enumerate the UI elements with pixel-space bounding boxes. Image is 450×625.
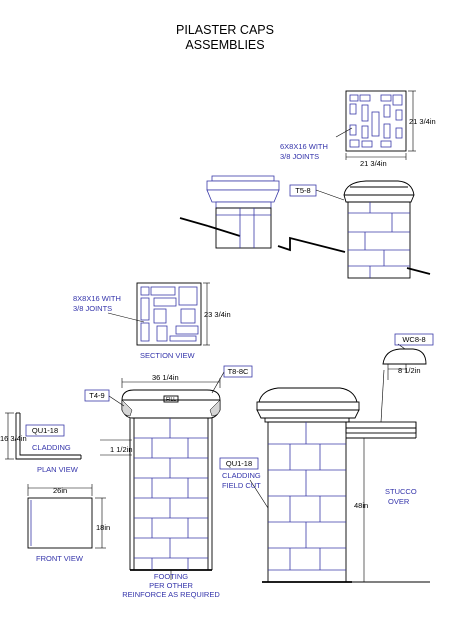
wall-height-dim: 48in (354, 501, 368, 510)
top-sloped-wall (179, 217, 431, 275)
tag-box-qu1-18-right (219, 457, 259, 470)
tag-t4-9: T4-9 (89, 391, 104, 400)
cladding-label: CLADDING (32, 443, 71, 452)
tag-box-t8-8c (223, 365, 253, 378)
plan-view-label: PLAN VIEW (37, 465, 79, 474)
footing-line-2: PER OTHER (149, 581, 193, 590)
stucco-line-1: STUCCO (385, 487, 417, 496)
front-view-label: FRONT VIEW (36, 554, 84, 563)
wall-cladding-line-1: CLADDING (222, 471, 261, 480)
top-plan-dim-vertical: 21 3/4in (409, 117, 436, 126)
cladding-plan-detail (5, 412, 132, 460)
top-plan-dim-horizontal: 21 3/4in (360, 159, 387, 168)
tag-leader-t5-8 (315, 189, 345, 201)
section-view-plan (107, 282, 210, 346)
front-height-dim: 18in (96, 523, 110, 532)
wall-pilaster (249, 387, 430, 583)
footing-line-1: FOOTING (154, 572, 188, 581)
wc-tag: WC8-8 (402, 335, 425, 344)
front-width-dim: 26in (53, 486, 67, 495)
tag-box-wc8-8 (394, 333, 434, 346)
section-view-label: SECTION VIEW (140, 351, 196, 360)
tag-box-t5-8 (289, 184, 317, 197)
wc8-8-cap-profile (380, 343, 427, 423)
title-line-2: ASSEMBLIES (185, 38, 264, 52)
main-width-dim: 36 1/4in (152, 373, 179, 382)
cladding-dim-height: 16 3/4in (0, 434, 27, 443)
tag-box-qu1-18-left (25, 424, 65, 437)
footing-line-3: REINFORCE AS REQUIRED (122, 590, 220, 599)
tag-box-t4-9 (84, 389, 110, 402)
top-pilaster-left (206, 175, 280, 249)
wc-dim: 8 1/2in (398, 366, 421, 375)
main-fill-label: FILL (166, 397, 176, 403)
tag-t5-8: T5-8 (295, 186, 310, 195)
top-block-note-line-2: 3/8 JOINTS (280, 152, 319, 161)
title-line-1: PILASTER CAPS (176, 23, 274, 37)
tag-leader-t8-8c (211, 371, 225, 394)
stucco-line-2: OVER (388, 497, 410, 506)
tag-t8-8c: T8-8C (228, 367, 249, 376)
top-block-note-line-1: 6X8X16 WITH (280, 142, 328, 151)
top-pilaster-right (343, 180, 415, 279)
section-block-note-line-2: 3/8 JOINTS (73, 304, 112, 313)
top-cap-plan (335, 90, 416, 160)
wall-cladding-tag: QU1-18 (226, 459, 252, 468)
section-block-note-line-1: 8X8X16 WITH (73, 294, 121, 303)
section-dim-vertical: 23 3/4in (204, 310, 231, 319)
tag-leader-t4-9 (108, 395, 125, 407)
cladding-front-detail (27, 484, 106, 549)
main-pilaster (121, 378, 221, 580)
cladding-dim-offset: 1 1/2in (110, 445, 133, 454)
wall-cladding-line-2: FIELD CUT (222, 481, 261, 490)
cladding-tag: QU1-18 (32, 426, 58, 435)
